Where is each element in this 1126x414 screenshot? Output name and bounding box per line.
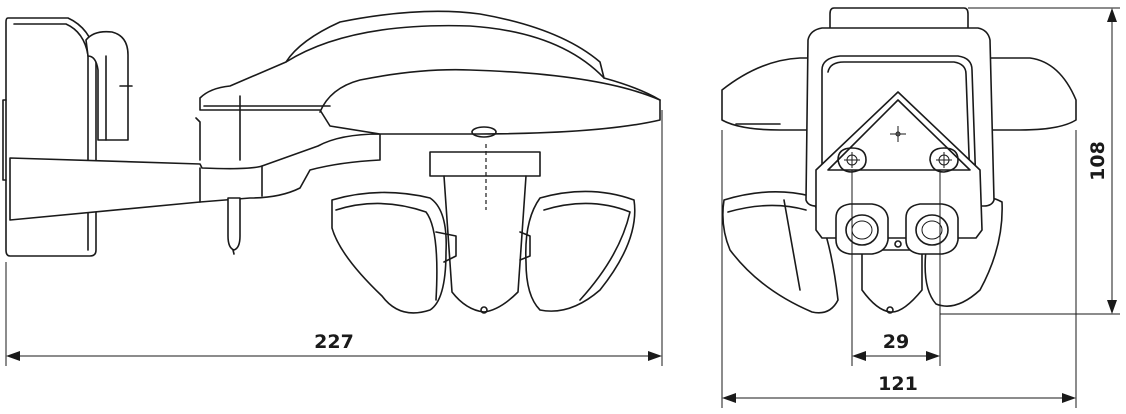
side-lamp-left [331,191,457,314]
dimension-label-121: 121 [878,373,918,395]
side-lamp-right [519,190,636,312]
upper-bracket [85,30,133,141]
dimension-121: 121 [721,130,1077,408]
dimension-29: 29 [851,170,941,366]
front-view [721,7,1077,314]
cable-gland-right [905,203,959,255]
hanging-knob [227,197,241,255]
side-view [2,10,661,314]
sensor-head [195,10,661,161]
sensor-stem [429,144,541,314]
dimension-label-29: 29 [883,331,909,353]
dimension-label-227: 227 [314,331,354,353]
dimension-227: 227 [5,110,663,366]
support-arm [9,133,381,221]
front-lamp-bottom [861,249,923,314]
dimension-label-108: 108 [1087,141,1109,181]
front-lamp-left [722,191,839,314]
cable-gland-left [835,203,889,255]
dimension-108: 108 [940,7,1120,315]
wall-mount-plate [2,17,97,257]
